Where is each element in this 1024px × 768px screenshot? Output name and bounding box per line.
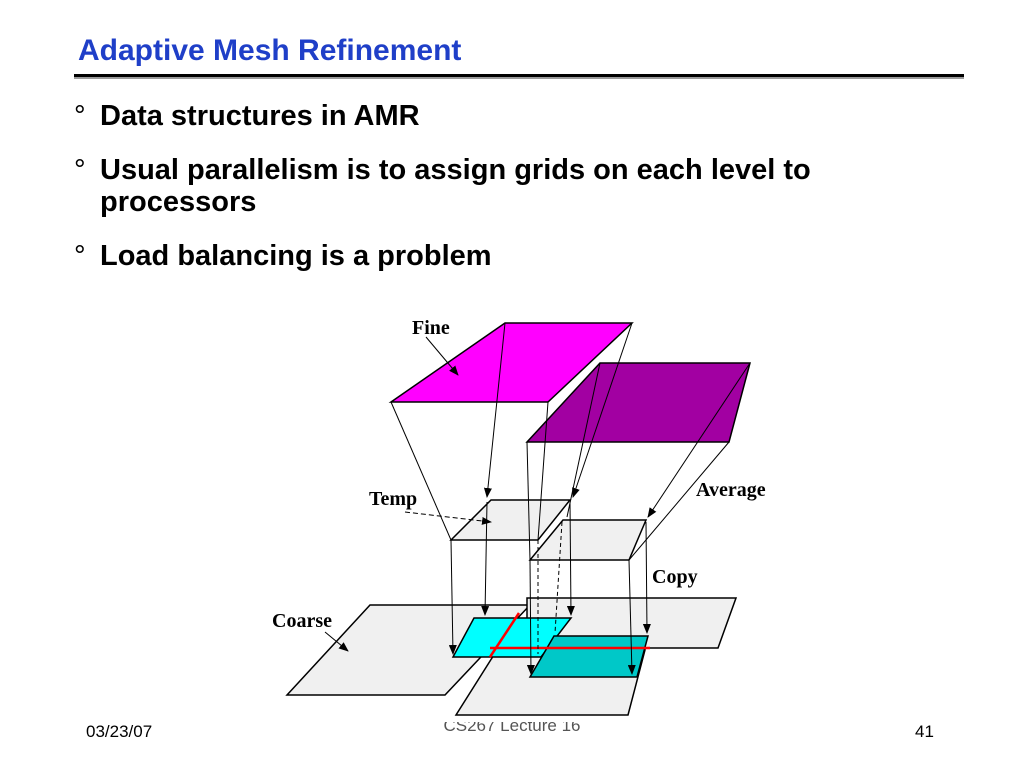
bullet-text: Load balancing is a problem [100,240,492,272]
copy-lines [448,501,651,675]
title-divider [74,74,964,77]
bullet-marker: ° [74,240,86,272]
projection-lines [390,322,751,561]
bullet-item: ° Load balancing is a problem [74,240,954,272]
label-pointers [324,336,492,652]
copy-region-right [528,635,649,678]
bullet-marker: ° [74,100,86,132]
copy-boundary-line [488,612,521,658]
coarse-label: Coarse [272,610,332,632]
bullet-marker: ° [74,154,86,186]
average-label: Average [696,479,766,501]
page-number: 41 [915,722,934,741]
copy-label: Copy [652,566,698,588]
footer-date: 03/23/07 [86,722,153,741]
footer-course: CS267 Lecture 16 [0,722,1024,742]
footer-course-text: CS267 Lecture 16 [443,722,581,735]
bullet-item: ° Data structures in AMR [74,100,954,132]
bullet-text: Data structures in AMR [100,100,420,132]
bullet-list: ° Data structures in AMR ° Usual paralle… [74,100,954,294]
temp-label: Temp [369,488,417,510]
bullet-text: Usual parallelism is to assign grids on … [100,154,811,218]
bullet-item: ° Usual parallelism is to assign grids o… [74,154,954,218]
fine-label: Fine [412,317,450,339]
slide-title: Adaptive Mesh Refinement [78,34,462,67]
